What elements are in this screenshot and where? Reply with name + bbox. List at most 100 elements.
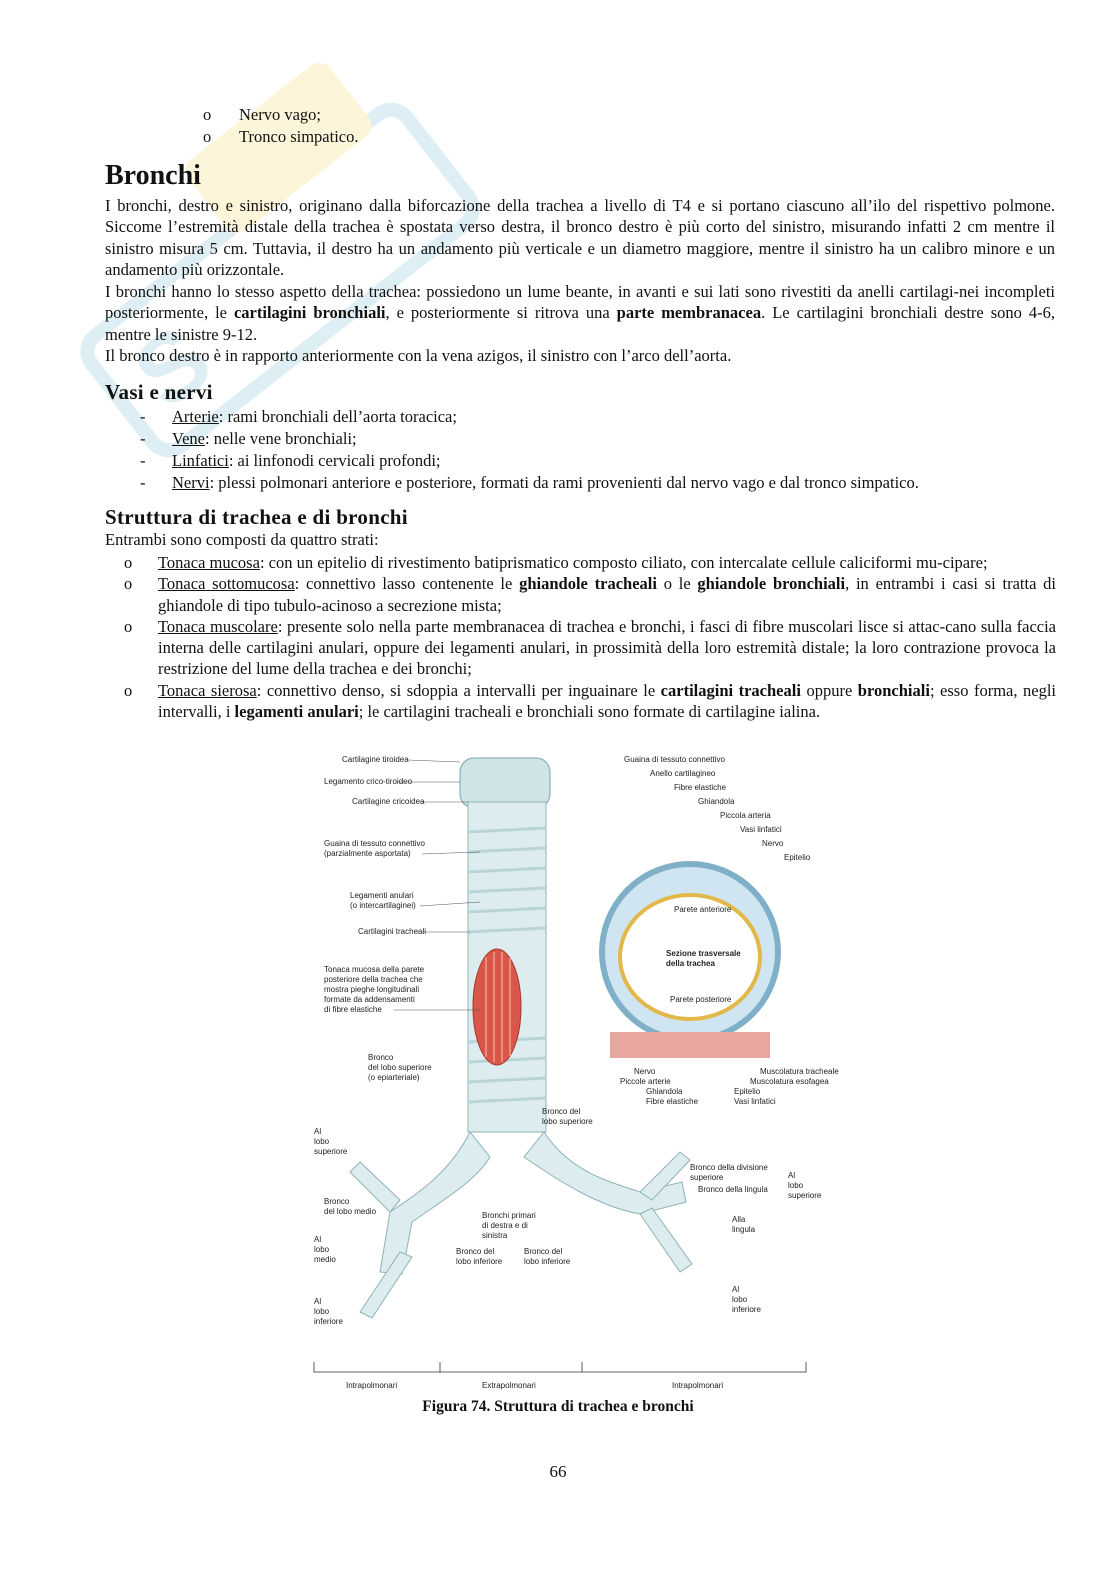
figure-label: lobo bbox=[788, 1181, 804, 1190]
page-number: 66 bbox=[549, 1462, 567, 1481]
figure-label: Bronco del bbox=[542, 1107, 580, 1116]
figure-label: Al bbox=[314, 1127, 321, 1136]
figure-label: Alla bbox=[732, 1215, 746, 1224]
figure-label: Piccole arterie bbox=[620, 1077, 671, 1086]
figure-label: Cartilagini tracheali bbox=[358, 927, 426, 936]
figure-label: Bronco della divisione bbox=[690, 1163, 768, 1172]
figure-label: Bronco bbox=[368, 1053, 394, 1062]
figure-labels-lobes: Al lobo superiore Al lobo medio Al lobo … bbox=[314, 1127, 822, 1326]
figure-labels-right-top: Guaina di tessuto connettivo Anello cart… bbox=[624, 755, 811, 862]
figure-label: Tonaca mucosa della parete bbox=[324, 965, 425, 974]
figure-label: Guaina di tessuto connettivo bbox=[324, 839, 426, 848]
figure-label: Intrapolmonari bbox=[346, 1381, 397, 1390]
figure-label: Epitelio bbox=[784, 853, 811, 862]
figure-label: Muscolatura tracheale bbox=[760, 1067, 839, 1076]
subsection-title-struttura: Struttura di trachea e di bronchi bbox=[105, 505, 408, 529]
figure-label: Bronco del bbox=[524, 1247, 562, 1256]
figure-label: inferiore bbox=[314, 1317, 343, 1326]
figure-label: Al bbox=[314, 1297, 321, 1306]
trachea-illustration bbox=[349, 757, 693, 1319]
figure-label: mostra pieghe longitudinali bbox=[324, 985, 419, 994]
figure-label: del lobo superiore bbox=[368, 1063, 432, 1072]
figure-label: Intrapolmonari bbox=[672, 1381, 723, 1390]
figure-label: lobo bbox=[314, 1137, 330, 1146]
list-item: -Arterie: rami bronchiali dell’aorta tor… bbox=[140, 407, 457, 426]
figure-label: Ghiandola bbox=[646, 1087, 683, 1096]
figure-label: Bronchi primari bbox=[482, 1211, 536, 1220]
figure-label: Cartilagine cricoidea bbox=[352, 797, 425, 806]
figure-label: Nervo bbox=[634, 1067, 656, 1076]
figure-label: lobo bbox=[314, 1245, 330, 1254]
struttura-intro: Entrambi sono composti da quattro strati… bbox=[105, 530, 379, 549]
list-item: -Linfatici: ai linfonodi cervicali profo… bbox=[140, 451, 441, 470]
figure-label: Piccola arteria bbox=[720, 811, 771, 820]
subsection-title-vasi: Vasi e nervi bbox=[105, 380, 213, 404]
figure-label: lobo superiore bbox=[542, 1117, 593, 1126]
figure-label: superiore bbox=[788, 1191, 822, 1200]
figure-label: lobo bbox=[314, 1307, 330, 1316]
paragraph-1: I bronchi, destro e sinistro, originano … bbox=[105, 196, 1055, 279]
section-title: Bronchi bbox=[105, 160, 201, 191]
figure-label: Parete anteriore bbox=[674, 905, 732, 914]
figure-label: Bronco bbox=[324, 1197, 350, 1206]
vasi-list: -Arterie: rami bronchiali dell’aorta tor… bbox=[140, 406, 919, 494]
trachea-cross-section bbox=[599, 861, 781, 1058]
trachea-bronchi-figure: Cartilagine tiroidea Legamento crico-tir… bbox=[313, 755, 839, 1390]
figure-labels-left: Cartilagine tiroidea Legamento crico-tir… bbox=[324, 755, 481, 1082]
figure-label: lobo inferiore bbox=[456, 1257, 503, 1266]
figure-label: Vasi linfatici bbox=[740, 825, 782, 834]
list-item: -Vene: nelle vene bronchiali; bbox=[140, 429, 357, 448]
figure-labels-right-bottom: Nervo Piccole arterie Ghiandola Fibre el… bbox=[620, 1067, 839, 1106]
figure-label: della trachea bbox=[666, 959, 715, 968]
figure-label: Bronco della lingula bbox=[698, 1185, 768, 1194]
figure-label: formate da addensamenti bbox=[324, 995, 415, 1004]
figure-label: Al bbox=[732, 1285, 739, 1294]
figure-labels-bottom: Intrapolmonari Extrapolmonari Intrapolmo… bbox=[346, 1381, 723, 1390]
figure-label: Parete posteriore bbox=[670, 995, 732, 1004]
figure-label: superiore bbox=[314, 1147, 348, 1156]
figure-label: Al bbox=[788, 1171, 795, 1180]
bottom-brackets bbox=[313, 1362, 807, 1373]
figure-label: inferiore bbox=[732, 1305, 761, 1314]
figure-label: Bronco del bbox=[456, 1247, 494, 1256]
figure-label: Fibre elastiche bbox=[674, 783, 727, 792]
figure-label: Epitelio bbox=[734, 1087, 761, 1096]
figure-label: Muscolatura esofagea bbox=[750, 1077, 829, 1086]
figure-label: lobo inferiore bbox=[524, 1257, 571, 1266]
figure-label: Extrapolmonari bbox=[482, 1381, 536, 1390]
figure-label: sinistra bbox=[482, 1231, 508, 1240]
figure-label: posteriore della trachea che bbox=[324, 975, 423, 984]
figure-label: lingula bbox=[732, 1225, 756, 1234]
list-item: -Nervi: plessi polmonari anteriore e pos… bbox=[140, 473, 919, 492]
figure-label: di fibre elastiche bbox=[324, 1005, 382, 1014]
figure-label: Vasi linfatici bbox=[734, 1097, 776, 1106]
figure-label: Legamento crico-tiroideo bbox=[324, 777, 413, 786]
figure-label: medio bbox=[314, 1255, 336, 1264]
figure-label: (o intercartilaginei) bbox=[350, 901, 416, 910]
figure-labels-section: Parete anteriore Sezione trasversale del… bbox=[666, 905, 741, 1004]
figure-labels-bronchi: Bronco del lobo superiore Bronco del lob… bbox=[324, 1107, 768, 1266]
paragraph-2: I bronchi hanno lo stesso aspetto della … bbox=[105, 282, 1055, 344]
figure-label: (parzialmente asportata) bbox=[324, 849, 411, 858]
figure-label: superiore bbox=[690, 1173, 724, 1182]
figure-label: Guaina di tessuto connettivo bbox=[624, 755, 726, 764]
figure-label: (o epiarteriale) bbox=[368, 1073, 420, 1082]
paragraph-3: Il bronco destro è in rapporto anteriorm… bbox=[105, 346, 732, 365]
figure-label: di destra e di bbox=[482, 1221, 528, 1230]
figure-label: Ghiandola bbox=[698, 797, 735, 806]
figure-label: Legamenti anulari bbox=[350, 891, 414, 900]
figure-label: Sezione trasversale bbox=[666, 949, 741, 958]
figure-caption: Figura 74. Struttura di trachea e bronch… bbox=[422, 1398, 694, 1415]
figure-label: Al bbox=[314, 1235, 321, 1244]
figure-label: lobo bbox=[732, 1295, 748, 1304]
figure-label: Anello cartilagineo bbox=[650, 769, 716, 778]
figure-label: Nervo bbox=[762, 839, 784, 848]
